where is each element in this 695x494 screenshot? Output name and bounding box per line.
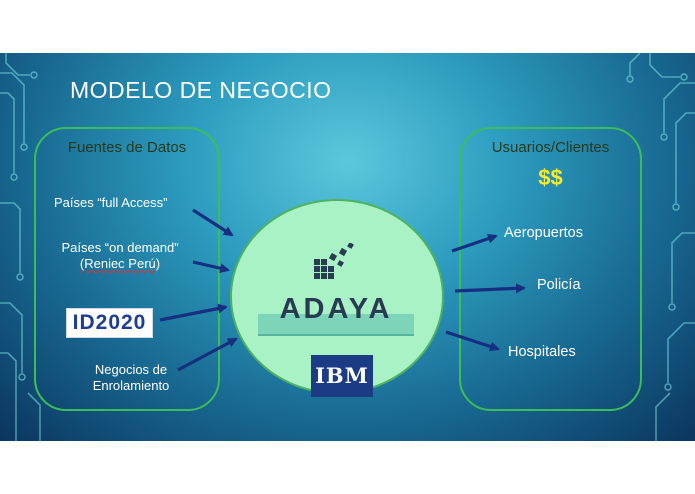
money-indicator: $$ xyxy=(538,165,563,190)
arrow-police xyxy=(454,283,526,294)
source-on-demand: Países “on demand” (Reniec Perú) xyxy=(54,240,186,272)
clients-panel: Usuarios/Clientes $$ xyxy=(459,127,642,411)
circuit-decoration xyxy=(0,53,695,441)
ibm-logo: IBM xyxy=(311,355,373,397)
client-hospitals: Hospitales xyxy=(508,344,576,360)
arrow-on-demand xyxy=(192,260,230,274)
adaya-logo-text: ADAYA xyxy=(279,293,393,325)
source-enrollment-line2: Enrolamiento xyxy=(92,378,170,393)
id2020-logo: ID2020 xyxy=(66,308,153,338)
source-on-demand-line1: Países “on demand” xyxy=(61,240,179,255)
source-enrollment-line1: Negocios de xyxy=(94,362,168,377)
clients-heading: Usuarios/Clientes xyxy=(491,139,610,156)
arrow-airports xyxy=(451,233,498,253)
adaya-band-line xyxy=(258,334,414,336)
client-airports: Aeropuertos xyxy=(504,225,583,241)
page-title: MODELO DE NEGOCIO xyxy=(70,77,332,103)
source-enrollment-businesses: Negocios de Enrolamiento xyxy=(72,362,190,394)
arrow-full-access xyxy=(192,208,234,237)
arrow-id2020 xyxy=(159,303,228,322)
source-on-demand-line2: (Reniec Perú) xyxy=(79,256,161,271)
data-sources-heading: Fuentes de Datos xyxy=(67,139,187,156)
adaya-blocks-icon xyxy=(314,243,354,279)
source-full-access: Países “full Access” xyxy=(54,195,168,210)
arrow-hospitals xyxy=(445,330,500,352)
flow-arrows xyxy=(159,208,526,372)
arrow-enrollment xyxy=(177,337,238,372)
slide: MODELO DE NEGOCIO Fuentes de Datos Paíse… xyxy=(0,53,695,441)
client-police: Policía xyxy=(537,277,581,293)
adaya-band xyxy=(258,314,414,336)
